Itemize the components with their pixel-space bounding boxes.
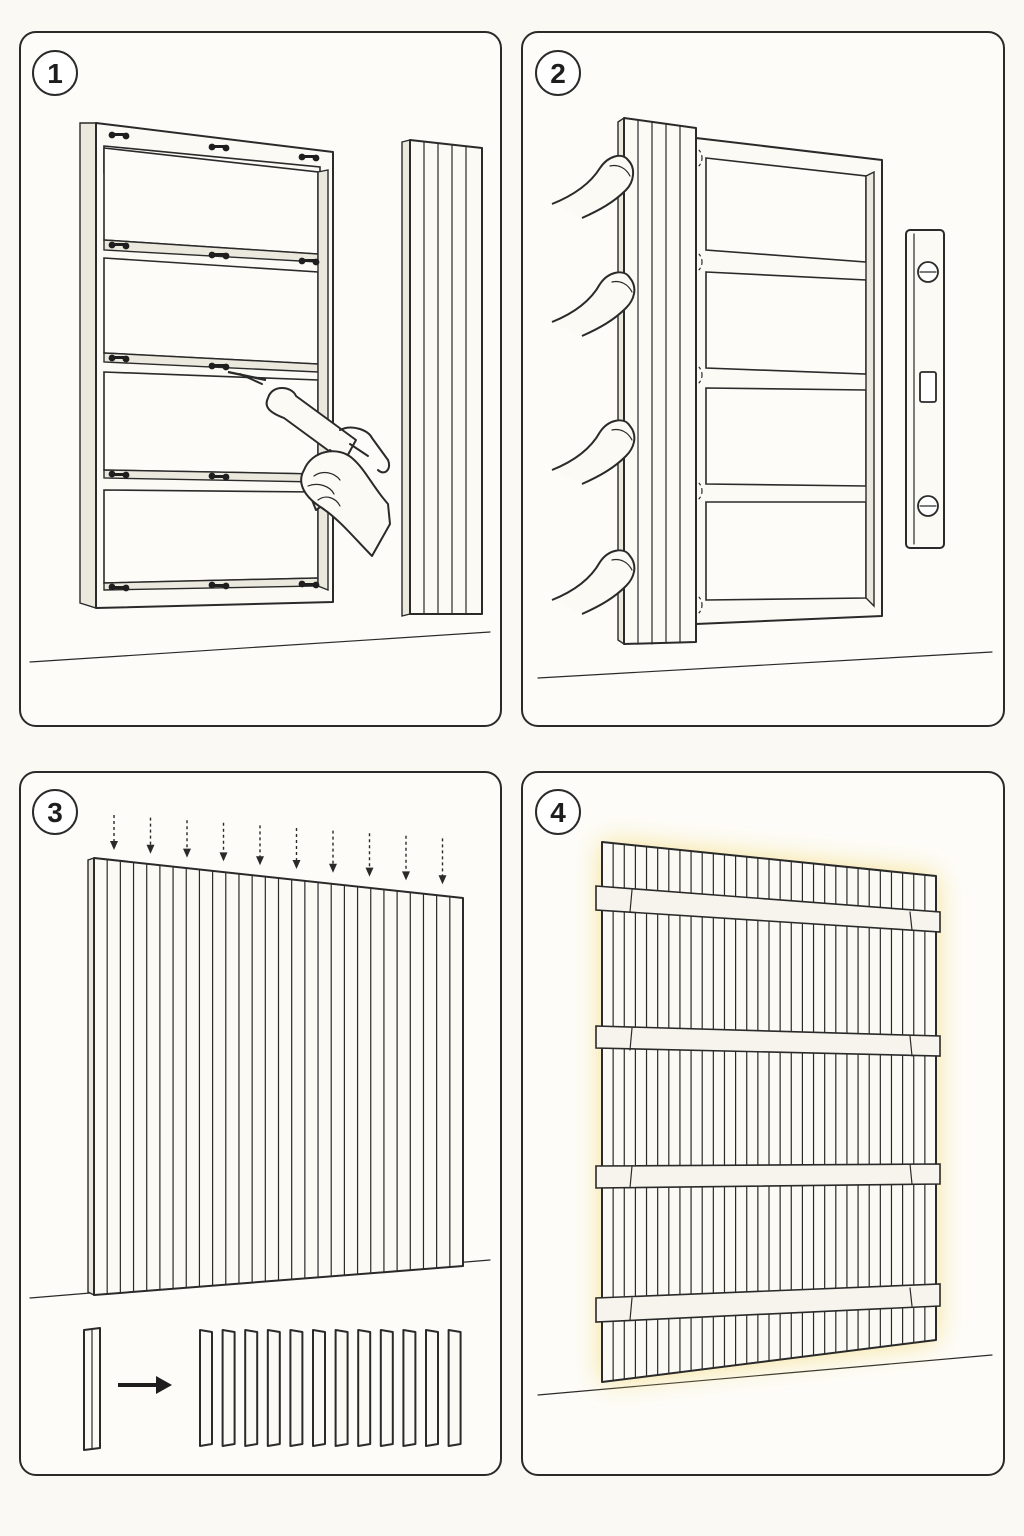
- step-panel-3: 3: [19, 771, 502, 1476]
- spirit-level-icon: [905, 229, 945, 549]
- hand-icon: [551, 271, 636, 337]
- keyhole-icon: [108, 241, 130, 250]
- arrow-head: [256, 856, 264, 866]
- slat-piece: [334, 1329, 349, 1447]
- arrow-head: [365, 867, 374, 877]
- push-down-arrows: [110, 815, 447, 885]
- slat-piece: [312, 1329, 326, 1447]
- single-slat: [83, 1327, 101, 1451]
- keyhole-icon: [108, 354, 130, 363]
- arrow-head: [146, 844, 155, 854]
- keyhole-icon: [208, 472, 230, 481]
- keyhole-icon: [208, 143, 230, 152]
- masking-tape-strips: [595, 885, 941, 1323]
- slat-piece: [447, 1329, 462, 1447]
- slat-piece: [357, 1329, 372, 1447]
- keyhole-icon: [208, 581, 230, 590]
- slat-piece: [289, 1329, 304, 1447]
- wooden-frame: [695, 137, 883, 625]
- adhesive-bead: [227, 370, 267, 382]
- keyhole-icon: [108, 131, 130, 140]
- keyhole-icon: [108, 583, 130, 592]
- finished-slat-wall: [595, 841, 941, 1383]
- arrow-head: [402, 871, 410, 881]
- step-number-badge-1: 1: [32, 50, 78, 96]
- slat-piece: [244, 1329, 259, 1447]
- slat-piece: [379, 1329, 394, 1447]
- slat-set: [199, 1329, 462, 1447]
- slat-piece: [425, 1329, 439, 1447]
- arrow-head: [219, 852, 228, 862]
- step-number-4: 4: [550, 797, 566, 828]
- slat-piece: [266, 1329, 281, 1447]
- step-panel-2: 2: [521, 31, 1005, 727]
- arrow-right-icon: [118, 1376, 172, 1394]
- slat-bundle: [401, 139, 483, 617]
- floor-line: [29, 631, 491, 663]
- keyhole-icon: [108, 470, 130, 479]
- keyhole-icon: [298, 153, 320, 162]
- step-panel-4: 4: [521, 771, 1005, 1476]
- hand-icon: [300, 450, 391, 557]
- keyhole-icon: [298, 257, 320, 266]
- step-number-2: 2: [550, 58, 566, 89]
- slat-piece: [221, 1329, 236, 1447]
- hand-icon: [551, 549, 636, 615]
- keyhole-icon: [208, 362, 230, 371]
- step-number-badge-2: 2: [535, 50, 581, 96]
- arrow-head: [438, 875, 447, 885]
- step-number-3: 3: [47, 797, 63, 828]
- slat-wall: [87, 857, 464, 1297]
- arrow-head: [292, 860, 301, 869]
- arrow-head: [183, 848, 191, 858]
- slat-panel: [617, 116, 697, 646]
- step-number-badge-3: 3: [32, 789, 78, 835]
- wooden-frame: [79, 122, 334, 609]
- step-number-badge-4: 4: [535, 789, 581, 835]
- slat-piece: [402, 1329, 417, 1447]
- keyhole-icon: [208, 251, 230, 260]
- hand-icon: [551, 419, 636, 485]
- floor-line: [537, 1354, 993, 1396]
- keyhole-hanger-icons: [108, 131, 320, 592]
- arrow-head: [329, 863, 337, 873]
- floor-line: [537, 651, 993, 679]
- slat-piece: [199, 1329, 213, 1447]
- keyhole-icon: [298, 580, 320, 589]
- step-panel-1: 1: [19, 31, 502, 727]
- arrow-head: [110, 841, 118, 850]
- step-number-1: 1: [47, 58, 63, 89]
- hand-icon: [551, 154, 634, 219]
